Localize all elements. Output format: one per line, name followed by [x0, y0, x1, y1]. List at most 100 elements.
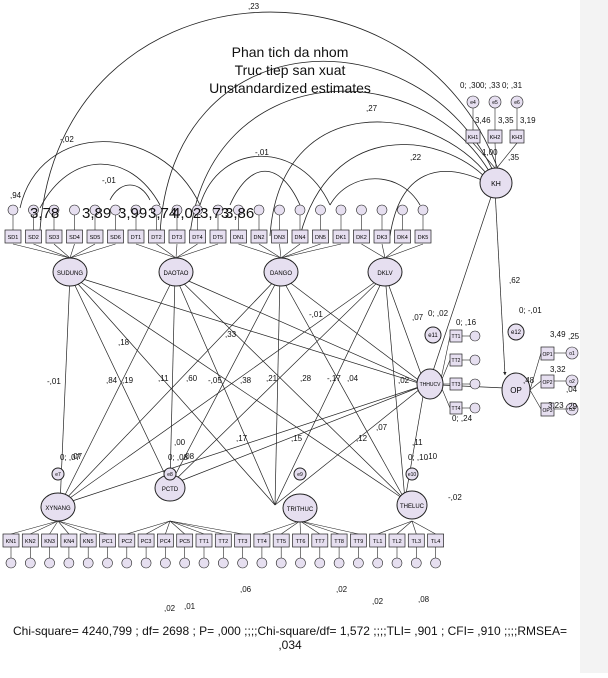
disturbance-label: e7	[55, 472, 61, 478]
indicator-label: DT2	[151, 235, 161, 241]
factor-label: SUDUNG	[57, 271, 83, 277]
indicator-label: PC3	[141, 539, 152, 545]
title-line-2: Truc tiep san xuat	[234, 62, 346, 78]
loading-path	[49, 520, 59, 535]
big-mean-labels: 3,78 3,89 3,99 3,74 4,02 3,73 3,86	[30, 205, 254, 222]
indicator-label: OP2	[542, 380, 552, 386]
loading-path	[156, 243, 177, 259]
coef-label: ,29	[566, 402, 578, 411]
loading-path	[69, 243, 96, 259]
residual-circle	[335, 204, 347, 216]
disturbance-label: e8	[167, 472, 173, 478]
loading-path	[135, 243, 177, 259]
indicator-box	[540, 374, 555, 389]
residual-circle	[140, 557, 152, 569]
indicator-label: TT1	[199, 539, 209, 545]
indicator-label: SD2	[28, 235, 39, 241]
coef-label: ,02	[164, 604, 176, 613]
loading-path	[238, 243, 282, 259]
indicator-label: PC2	[121, 539, 132, 545]
residual-circle	[82, 557, 94, 569]
factor-label: XYNANG	[45, 506, 71, 512]
coef-label: ,84	[106, 376, 118, 385]
residual-circle	[102, 557, 113, 569]
indicator-label: DN3	[274, 235, 285, 241]
indicator-label: DT5	[213, 235, 223, 241]
coef-label: -,01	[255, 148, 269, 157]
loading-path	[258, 243, 282, 259]
residual-circle	[333, 557, 345, 569]
loading-path	[175, 243, 219, 259]
disturbance-op-label: e12	[511, 330, 522, 336]
indicator-label: TT8	[334, 539, 344, 545]
coef-label: 0; ,30	[460, 81, 481, 90]
coef-label: ,06	[240, 585, 252, 594]
residual-circle	[121, 557, 133, 569]
residual-label: o1	[569, 351, 575, 357]
coef-label: ,15	[291, 434, 303, 443]
factor-op: OP	[501, 372, 531, 408]
coef-label: ,18	[118, 338, 130, 347]
indicator-label: DN1	[233, 235, 244, 241]
factor-theluc: THELUC	[396, 490, 428, 520]
mean-label: 3,78	[30, 205, 59, 222]
coef-label: 0; ,24	[452, 414, 473, 423]
coef-label: 1,00	[482, 148, 498, 157]
indicator-label: SD5	[90, 235, 101, 241]
coef-label: ,94	[10, 191, 22, 200]
indicator-label: TT4	[452, 406, 461, 412]
indicator-label: TT3	[238, 539, 248, 545]
coef-label: ,22	[410, 153, 422, 162]
loading-path	[529, 389, 542, 410]
indicator-label: PC1	[102, 539, 113, 545]
residual-circle	[469, 330, 481, 342]
indicator-label: SD1	[8, 235, 19, 241]
factor-label: THHUCV	[420, 382, 441, 388]
loading-path	[126, 520, 171, 535]
coef-label: -,02	[448, 493, 462, 502]
residual-circle	[5, 557, 17, 569]
loading-path	[299, 520, 320, 535]
indicator-label: OP3	[542, 408, 552, 414]
coef-label: ,38	[240, 376, 252, 385]
right-margin-strip	[580, 0, 608, 673]
loading-path	[279, 243, 282, 259]
residual-circle	[218, 557, 229, 569]
loading-path	[299, 520, 301, 535]
coef-label: ,48	[523, 376, 535, 385]
indicator-label: TT1	[452, 334, 461, 340]
coef-label: ,17	[236, 434, 248, 443]
factor-dango: DANGO	[263, 257, 299, 287]
loading-path	[411, 520, 417, 535]
coef-label: ,01	[184, 602, 196, 611]
coef-label: 3,19	[520, 116, 536, 125]
indicator-label: TT6	[296, 539, 306, 545]
indicator-label: KN1	[6, 539, 17, 545]
loading-path	[384, 243, 424, 259]
loading-path	[281, 520, 301, 535]
residual-circle	[256, 557, 268, 569]
indicator-label: DN5	[315, 235, 326, 241]
loading-path	[261, 520, 301, 535]
residual-circle	[63, 557, 75, 569]
coef-label: ,04	[566, 385, 578, 394]
coef-label: ,11	[158, 374, 169, 383]
mean-label: 3,74	[148, 205, 177, 222]
coef-label: ,60	[186, 374, 198, 383]
loading-path	[169, 520, 224, 535]
coef-label: ,00	[174, 438, 186, 447]
disturbance-tm-label: e11	[428, 333, 438, 339]
loading-path	[494, 142, 497, 170]
indicator-label: KH1	[468, 135, 479, 141]
coef-label: ,28	[300, 374, 312, 383]
residual-label: e5	[492, 100, 498, 106]
coef-label: ,02	[398, 376, 410, 385]
residual-circle	[353, 557, 364, 569]
coef-label: ,27	[366, 104, 378, 113]
factor-label: KH	[491, 181, 501, 188]
residual-circle	[160, 557, 171, 569]
indicator-label: TT9	[354, 539, 364, 545]
